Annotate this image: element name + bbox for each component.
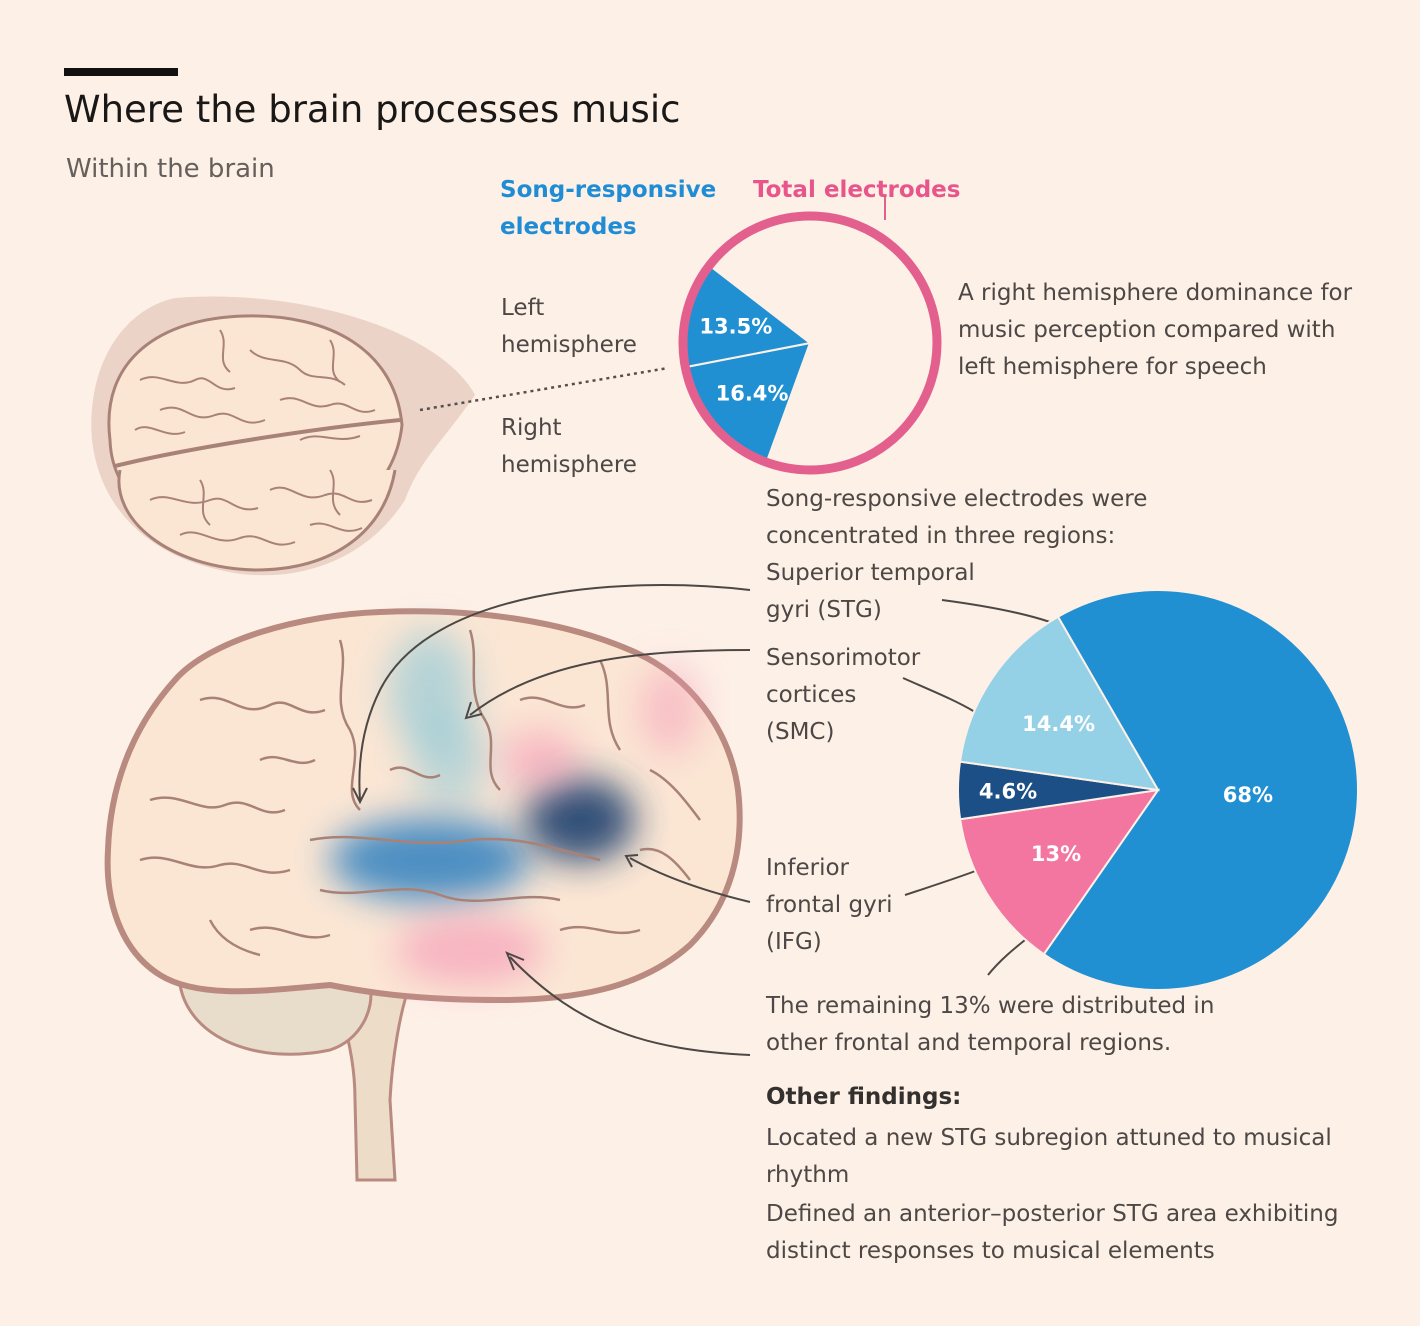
stg-highlight [330, 818, 530, 902]
legend-song-responsive: Song-responsive electrodes [500, 177, 717, 240]
region-slice-label-other: 13% [1031, 842, 1081, 866]
brain-side-view-illustration [104, 608, 743, 1182]
finding-item-1: Located a new STG subregion attuned to m… [766, 1125, 1332, 1188]
chart-subtitle: Within the brain [66, 154, 275, 184]
regions-pie-chart: 68% 13% 4.6% 14.4% [957, 589, 1359, 991]
ifg-label: Inferior frontal gyri (IFG) [766, 855, 893, 955]
hemisphere-slice-label-left: 13.5% [699, 314, 772, 338]
region-slice-stg [1042, 589, 1359, 991]
region-slice-label-smc: 14.4% [1022, 712, 1095, 736]
brain-top-view-icon [107, 314, 404, 572]
regions-intro: Song-responsive electrodes were concentr… [766, 486, 1148, 549]
legend-total-electrodes: Total electrodes [753, 177, 961, 203]
finding-item-2: Defined an anterior–posterior STG area e… [766, 1201, 1339, 1264]
chart-title: Where the brain processes music [64, 88, 681, 131]
right-hemisphere-label: Right hemisphere [501, 415, 637, 478]
hemisphere-note: A right hemisphere dominance for music p… [958, 280, 1353, 380]
other-findings-heading: Other findings: [766, 1084, 962, 1110]
left-hemisphere-label: Left hemisphere [501, 295, 637, 358]
total-electrodes-ring [678, 211, 942, 475]
ifg-highlight [525, 778, 635, 862]
hemisphere-pie-chart: 16.4% 13.5% [682, 264, 813, 464]
annotation-arrows [352, 584, 1051, 1056]
region-slice-label-ifg: 4.6% [979, 779, 1037, 803]
remaining-note: The remaining 13% were distributed in ot… [766, 993, 1215, 1056]
top-rule [64, 68, 178, 76]
other-regions-highlight [395, 915, 545, 985]
smc-label: Sensorimotor cortices (SMC) [766, 645, 921, 745]
region-slice-smc [958, 615, 1160, 792]
region-slice-other [959, 788, 1161, 956]
hemisphere-slice-label-right: 16.4% [716, 381, 789, 405]
stg-label: Superior temporal gyri (STG) [766, 560, 975, 623]
region-slice-label-stg: 68% [1223, 783, 1273, 807]
